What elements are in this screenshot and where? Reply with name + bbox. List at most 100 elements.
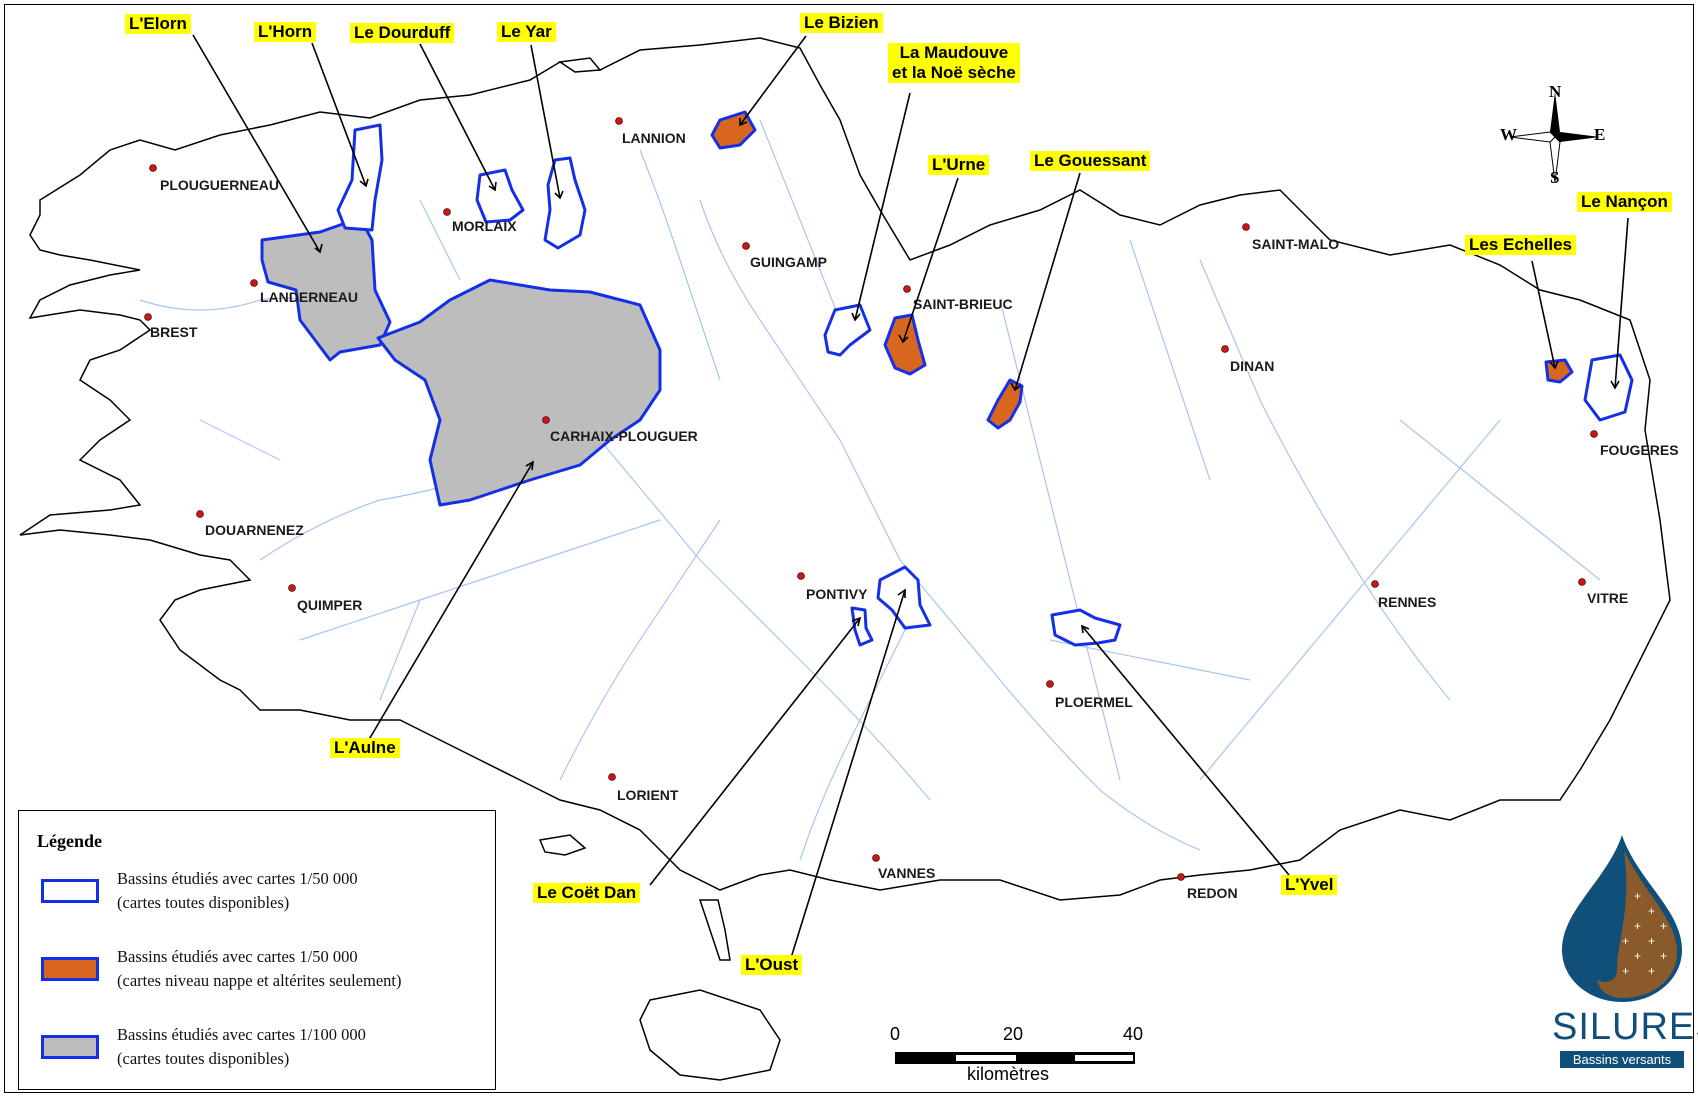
compass-s: S — [1550, 168, 1560, 187]
scale-bar-graphic — [895, 1052, 1135, 1064]
legend-text-2-line1: Bassins étudiés avec cartes 1/50 000 — [117, 947, 358, 966]
callout-dourduff: Le Dourduff — [350, 23, 455, 43]
callout-elorn: L'Elorn — [125, 14, 191, 34]
svg-text:+: + — [1648, 934, 1655, 948]
svg-text:+: + — [1648, 964, 1655, 978]
basin-coet-dan-shape — [850, 606, 874, 647]
city-label-redon: REDON — [1187, 885, 1238, 901]
callout-yar: Le Yar — [497, 22, 556, 42]
scale-tick-0: 0 — [890, 1024, 901, 1044]
svg-text:+: + — [1660, 919, 1667, 933]
callout-horn: L'Horn — [254, 22, 317, 42]
svg-text:+: + — [1622, 964, 1629, 978]
callout-maudouve: La Maudouve et la Noë sèche — [888, 43, 1020, 83]
basin-maudouve-shape — [823, 303, 872, 357]
island-batz — [557, 57, 602, 73]
logo-subtitle: Bassins versants — [1560, 1051, 1684, 1068]
city-label-pontivy: PONTIVY — [806, 586, 868, 602]
basin-bizien-shape — [710, 110, 757, 150]
water-drop-icon: + + + + + + + + + + — [1562, 835, 1682, 1002]
city-label-quimper: QUIMPER — [297, 597, 362, 613]
callout-nancon: Le Nançon — [1577, 192, 1672, 212]
legend-entry-1: Bassins étudiés avec cartes 1/50 000 (ca… — [41, 867, 481, 923]
city-label-vannes: VANNES — [878, 865, 935, 881]
legend-text-1-line1: Bassins étudiés avec cartes 1/50 000 — [117, 869, 358, 888]
basin-horn-shape — [336, 123, 384, 232]
compass-star-icon — [1509, 92, 1600, 183]
scale-tick-40: 40 — [1123, 1024, 1144, 1044]
legend-title: Légende — [37, 831, 102, 851]
city-label-saint-malo: SAINT-MALO — [1252, 236, 1339, 252]
legend-text-1: Bassins étudiés avec cartes 1/50 000 (ca… — [117, 867, 358, 915]
callout-echelles: Les Echelles — [1465, 235, 1577, 255]
basin-dourduff-shape — [475, 168, 525, 224]
callout-maudouve-line2: et la Noë sèche — [892, 63, 1016, 82]
compass-n: N — [1549, 82, 1562, 101]
river-network — [139, 119, 1601, 861]
callout-bizien: Le Bizien — [800, 13, 883, 33]
map-frame — [4, 4, 1694, 1093]
city-label-saint-brieuc: SAINT-BRIEUC — [913, 296, 1013, 312]
basin-urne-shape — [883, 313, 927, 376]
legend-text-1-line2: (cartes toutes disponibles) — [117, 893, 290, 912]
legend-text-3-line2: (cartes toutes disponibles) — [117, 1049, 290, 1068]
svg-text:+: + — [1634, 889, 1641, 903]
city-label-lannion: LANNION — [622, 130, 686, 146]
city-label-plouguerneau: PLOUGUERNEAU — [160, 177, 279, 193]
island-quiberon — [698, 899, 731, 961]
callout-urne: L'Urne — [928, 155, 990, 175]
scale-unit: kilomètres — [967, 1064, 1050, 1084]
island-groix — [538, 834, 587, 856]
legend-text-2: Bassins étudiés avec cartes 1/50 000 (ca… — [117, 945, 402, 993]
legend-swatch-gray — [41, 1035, 99, 1059]
basin-gouessant-shape — [986, 378, 1024, 430]
city-label-guingamp: GUINGAMP — [750, 254, 827, 270]
city-label-vitre: VITRE — [1587, 590, 1628, 606]
compass-rose: N S W E — [1500, 82, 1610, 192]
city-label-landerneau: LANDERNEAU — [260, 289, 358, 305]
scale-tick-20: 20 — [1003, 1024, 1024, 1044]
city-label-ploermel: PLOERMEL — [1055, 694, 1133, 710]
callout-coet-dan: Le Coët Dan — [533, 883, 641, 903]
city-label-morlaix: MORLAIX — [452, 218, 517, 234]
callout-maudouve-line1: La Maudouve — [899, 43, 1009, 62]
compass-w: W — [1500, 125, 1517, 144]
basin-shapes — [260, 110, 1634, 647]
city-label-dinan: DINAN — [1230, 358, 1274, 374]
callout-arrows — [192, 34, 1629, 959]
legend-swatch-white — [41, 879, 99, 903]
legend-entry-2: Bassins étudiés avec cartes 1/50 000 (ca… — [41, 945, 481, 1001]
map-legend: Légende Bassins étudiés avec cartes 1/50… — [18, 810, 496, 1090]
legend-entry-3: Bassins étudiés avec cartes 1/100 000 (c… — [41, 1023, 481, 1079]
logo-name: SILURES — [1552, 1006, 1698, 1048]
scale-bar: 0 20 40 kilomètres — [890, 1020, 1143, 1090]
city-label-fougeres: FOUGERES — [1600, 442, 1679, 458]
legend-text-2-line2: (cartes niveau nappe et altérites seulem… — [117, 971, 402, 990]
city-label-lorient: LORIENT — [617, 787, 679, 803]
callout-yvel: L'Yvel — [1281, 875, 1338, 895]
svg-text:+: + — [1634, 949, 1641, 963]
brittany-coastline — [19, 37, 1671, 901]
callout-gouessant: Le Gouessant — [1030, 151, 1151, 171]
svg-text:+: + — [1660, 949, 1667, 963]
callout-oust: L'Oust — [741, 955, 803, 975]
city-label-carhaix: CARHAIX-PLOUGUER — [550, 428, 698, 444]
compass-e: E — [1594, 125, 1606, 144]
city-label-rennes: RENNES — [1378, 594, 1436, 610]
legend-text-3: Bassins étudiés avec cartes 1/100 000 (c… — [117, 1023, 366, 1071]
callout-aulne: L'Aulne — [330, 738, 400, 758]
basin-yar-shape — [543, 156, 587, 250]
city-markers — [144, 117, 1598, 881]
svg-text:+: + — [1648, 904, 1655, 918]
basin-aulne-shape — [376, 278, 662, 507]
island-belle-ile — [639, 989, 781, 1081]
svg-text:+: + — [1622, 934, 1629, 948]
silures-logo: + + + + + + + + + + SILURES Bassins versants — [1552, 830, 1698, 1068]
legend-text-3-line1: Bassins étudiés avec cartes 1/100 000 — [117, 1025, 366, 1044]
basin-nancon-shape — [1583, 353, 1634, 422]
city-label-douarnenez: DOUARNENEZ — [205, 522, 304, 538]
svg-text:+: + — [1634, 919, 1641, 933]
city-label-brest: BREST — [150, 324, 198, 340]
legend-swatch-orange — [41, 957, 99, 981]
